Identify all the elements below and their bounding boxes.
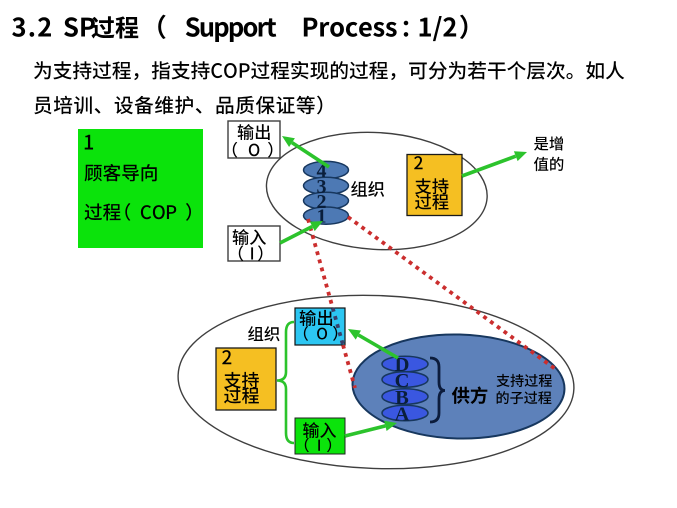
svg-text:1: 1 <box>317 205 327 227</box>
svg-text:C: C <box>395 370 410 392</box>
svg-text:3: 3 <box>317 176 327 198</box>
svg-text:2: 2 <box>317 191 327 213</box>
svg-text:B: B <box>395 387 409 409</box>
svg-text:4: 4 <box>317 160 327 182</box>
svg-text:D: D <box>395 354 410 376</box>
svg-text:A: A <box>395 404 410 426</box>
